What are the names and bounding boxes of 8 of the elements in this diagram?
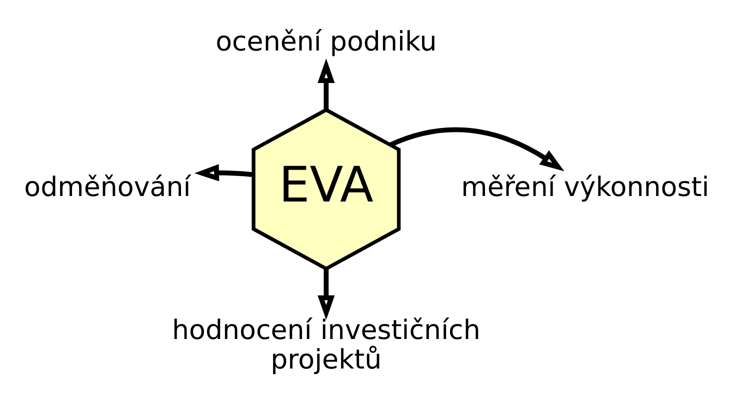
arrow [390,127,564,172]
node-text: odměňování [24,172,191,204]
arrow [318,269,335,320]
node-text: měření výkonnosti [461,172,710,204]
arrow [318,58,335,110]
arrow [194,164,254,182]
node-text: hodnocení investičních projektů [172,315,480,376]
node-text: ocenění podniku [216,26,437,58]
